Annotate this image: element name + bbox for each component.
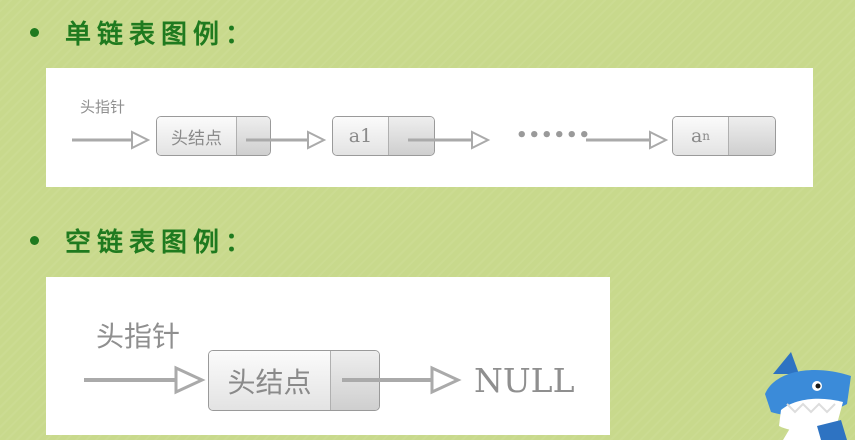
arrow-icon: [246, 130, 327, 150]
arrow-icon: [72, 130, 151, 150]
null-label: NULL: [474, 361, 575, 400]
heading-text: 空链表图例：: [65, 228, 258, 258]
bullet-icon: [30, 28, 39, 37]
pointer-field: [729, 117, 775, 155]
head-node-label: 头结点: [209, 351, 331, 410]
arrow-icon: [84, 365, 206, 395]
head-node-label: 头结点: [157, 117, 237, 155]
pointer-field: [389, 117, 434, 155]
shark-mascot-icon: [765, 352, 851, 440]
heading-empty-linked-list: 空链表图例：: [30, 222, 257, 259]
node-a1-box: a1: [332, 116, 435, 156]
node-an-base: a: [690, 125, 703, 147]
head-node-box: 头结点: [156, 116, 271, 156]
head-pointer-label: 头指针: [96, 320, 181, 353]
heading-text: 单链表图例：: [65, 20, 258, 50]
heading-singly-linked-list: 单链表图例：: [30, 14, 257, 51]
bullet-icon: [30, 236, 39, 245]
arrow-icon: [408, 130, 491, 150]
head-pointer-label: 头指针: [80, 98, 126, 116]
arrow-icon: [586, 130, 669, 150]
node-an-subscript: n: [702, 129, 711, 143]
arrow-icon: [342, 365, 462, 395]
pointer-field: [237, 117, 270, 155]
node-a1-label: a1: [333, 117, 389, 155]
ellipsis: ••••••: [516, 125, 592, 146]
empty-linked-list-panel: 头指针 头结点 NULL: [46, 277, 610, 435]
